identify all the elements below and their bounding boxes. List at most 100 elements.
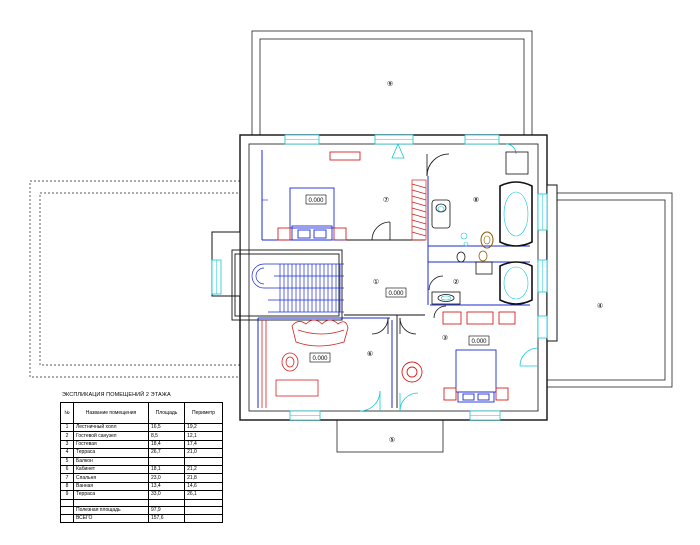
- table-row: 9 Терраса 33,0 26,1: [60, 490, 223, 500]
- level-mark-hall: 0.000: [388, 291, 404, 297]
- cell-area: 23,0: [147, 473, 186, 483]
- cell-total-label: Полезная площадь: [73, 505, 149, 515]
- bath-accents: [437, 191, 529, 301]
- spacer-cell: [184, 498, 223, 507]
- cell-room-name: Лестничный холл: [73, 422, 149, 433]
- cell-area: 18,1: [147, 464, 186, 475]
- table-row: 1 Лестничный холл 16,5 19,2: [60, 422, 223, 433]
- cabinet-6-furniture: [261, 319, 349, 408]
- cell-perimeter: 26,1: [184, 490, 223, 500]
- cell-number: 4: [60, 448, 74, 458]
- cell-number: 3: [60, 439, 74, 450]
- room-number-6: ⑥: [367, 350, 373, 358]
- table-row: 4 Терраса 26,7 21,0: [60, 448, 223, 458]
- cell-empty: [184, 513, 223, 524]
- cell-perimeter: 21,8: [184, 473, 223, 483]
- cell-number: 6: [60, 464, 74, 475]
- cell-area: 13,4: [147, 481, 186, 492]
- header-perimeter: Периметр: [184, 402, 223, 424]
- cell-perimeter: 14,6: [184, 481, 223, 492]
- room-number-2: ②: [453, 278, 459, 286]
- cell-room-name: Гостевой санузел: [73, 431, 149, 441]
- cell-area: 33,0: [147, 490, 186, 500]
- cell-perimeter: 21,2: [184, 464, 223, 475]
- guest-room-3-furniture: [401, 311, 516, 403]
- room-number-1: ①: [373, 278, 379, 286]
- cell-number: 1: [60, 422, 74, 433]
- cell-number: 7: [60, 473, 74, 483]
- room-number-3: ③: [442, 334, 448, 342]
- doors: [371, 153, 450, 335]
- cell-room-name: Терраса: [73, 490, 149, 500]
- table-row: 5 Балкон: [60, 456, 223, 466]
- header-number: №: [60, 402, 74, 424]
- cell-all-label: ВСЕГО: [73, 513, 149, 524]
- cell-room-name: Балкон: [73, 456, 149, 466]
- level-mark-cabinet: 0.000: [312, 356, 328, 362]
- cell-perimeter: 21,0: [184, 448, 223, 458]
- outer-walls: [239, 134, 548, 421]
- table-total-row: Полезная площадь 97,9: [60, 505, 223, 515]
- table-spacer-row: [60, 498, 223, 507]
- wardrobe: [411, 179, 427, 241]
- cell-number: 9: [60, 490, 74, 500]
- staircase: [251, 263, 344, 313]
- table-all-row: ВСЕГО 157,6: [60, 513, 223, 524]
- partition-accents: [262, 199, 344, 241]
- level-marks: 0.000 0.000 0.000 0.000: [305, 194, 490, 363]
- rooms-table: № Название помещения Площадь Периметр 1 …: [60, 402, 223, 524]
- cell-perimeter: 17,4: [184, 439, 223, 450]
- level-mark-bedroom: 0.000: [308, 198, 324, 204]
- table-row: 3 Гостевая 18,4 17,4: [60, 439, 223, 450]
- cell-perimeter: 19,2: [184, 422, 223, 433]
- cell-number: 2: [60, 431, 74, 441]
- window-glazing: [216, 139, 543, 416]
- header-area: Площадь: [147, 402, 186, 424]
- table-header-row: № Название помещения Площадь Периметр: [60, 402, 223, 424]
- cell-total-value: 97,9: [147, 505, 186, 515]
- room-number-4: ④: [597, 302, 603, 310]
- cell-area: 8,5: [147, 431, 186, 441]
- cell-room-name: Гостевая: [73, 439, 149, 450]
- cell-all-value: 157,6: [147, 513, 186, 524]
- cell-room-name: Терраса: [73, 448, 149, 458]
- spacer-cell: [147, 498, 186, 507]
- spacer-cell: [73, 498, 149, 507]
- cell-perimeter: 12,1: [184, 431, 223, 441]
- cell-area: 26,7: [147, 448, 186, 458]
- balcony-bottom: [336, 419, 444, 453]
- bath-fixtures: [431, 151, 533, 305]
- header-room-name: Название помещения: [73, 402, 149, 424]
- interior-walls-black: [231, 239, 425, 408]
- table-row: 6 Кабинет 18,1 21,2: [60, 464, 223, 475]
- cell-area: [147, 456, 186, 466]
- cell-area: 18,4: [147, 439, 186, 450]
- table-row: 8 Ванная 13,4 14,6: [60, 481, 223, 492]
- table-row: 7 Спальня 23,0 21,8: [60, 473, 223, 483]
- cell-room-name: Ванная: [73, 481, 149, 492]
- cell-empty: [60, 505, 74, 515]
- terrace-4: [546, 192, 673, 388]
- balcony-doors: [359, 142, 539, 412]
- room-number-8: ⑧: [473, 196, 479, 204]
- room-number-9: ⑨: [387, 80, 393, 88]
- cell-empty: [184, 505, 223, 515]
- cell-number: 5: [60, 456, 74, 466]
- cell-room-name: Кабинет: [73, 464, 149, 475]
- cell-room-name: Спальня: [73, 473, 149, 483]
- room-numbers: ⑨ ④ ⑦ ⑧ ① ② ③ ⑥ ⑤: [367, 80, 603, 444]
- room-number-7: ⑦: [383, 196, 389, 204]
- bath-mat: [478, 231, 494, 262]
- balcony-5: [29, 180, 241, 378]
- cell-empty: [60, 513, 74, 524]
- table-row: 2 Гостевой санузел 8,5 12,1: [60, 431, 223, 441]
- interior-walls: [257, 150, 530, 408]
- cell-number: 8: [60, 481, 74, 492]
- spacer-cell: [60, 498, 74, 507]
- cell-area: 16,5: [147, 422, 186, 433]
- room-number-5: ⑤: [389, 436, 395, 444]
- table-title: ЭКСПЛИКАЦИЯ ПОМЕЩЕНИЙ 2 ЭТАЖА: [62, 392, 171, 398]
- level-mark-guest: 0.000: [471, 339, 487, 345]
- cell-perimeter: [184, 456, 223, 466]
